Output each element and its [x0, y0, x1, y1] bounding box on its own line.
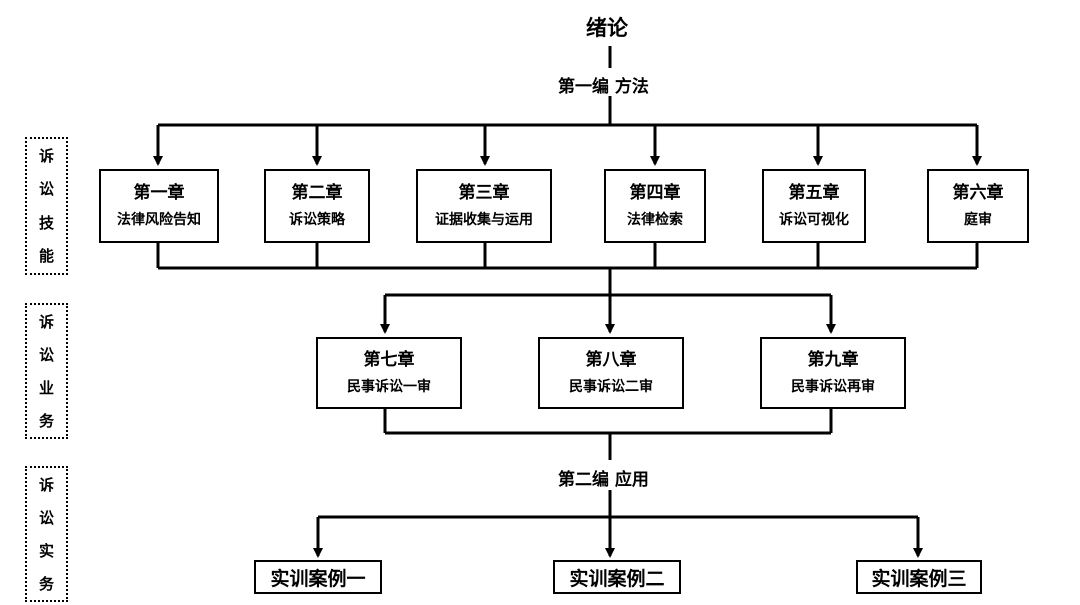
training-case-label: 实训案例一 — [270, 567, 366, 590]
side-char: 讼 — [38, 180, 54, 199]
side-char: 务 — [38, 574, 54, 593]
side-char: 务 — [38, 411, 54, 430]
side-char: 能 — [38, 247, 54, 266]
chapter-number: 第四章 — [629, 183, 681, 203]
chapter-number: 第二章 — [291, 183, 343, 203]
side-char: 诉 — [38, 146, 54, 165]
chapter-box: 第九章 民事诉讼再审 — [760, 337, 906, 409]
training-case-box: 实训案例二 — [553, 560, 681, 594]
side-char: 诉 — [38, 475, 54, 494]
chapter-box: 第八章 民事诉讼二审 — [538, 337, 684, 409]
chapter-box: 第二章 诉讼策略 — [264, 169, 370, 243]
training-case-label: 实训案例二 — [569, 567, 665, 590]
chapter-number: 第九章 — [807, 350, 859, 370]
side-char: 讼 — [38, 345, 54, 364]
training-case-label: 实训案例三 — [871, 567, 967, 590]
chapter-number: 第六章 — [952, 183, 1004, 203]
chapter-box: 第一章 法律风险告知 — [99, 169, 219, 243]
chapter-name: 庭审 — [964, 212, 992, 228]
chapter-name: 诉讼可视化 — [779, 212, 849, 228]
chapter-name: 民事诉讼再审 — [791, 379, 875, 395]
chapter-number: 第一章 — [133, 183, 185, 203]
chapter-box: 第六章 庭审 — [927, 169, 1029, 243]
chapter-name: 诉讼策略 — [289, 212, 345, 228]
chapter-name: 证据收集与运用 — [435, 212, 533, 228]
chapter-name: 民事诉讼二审 — [569, 379, 653, 395]
side-char: 业 — [38, 378, 54, 397]
chapter-name: 法律检索 — [627, 212, 683, 228]
side-char: 实 — [38, 541, 54, 560]
diagram-title: 绪论 — [586, 16, 628, 40]
side-char: 诉 — [38, 312, 54, 331]
part-two-label: 第二编 应用 — [558, 470, 649, 490]
side-label-business: 诉 讼 业 务 — [25, 303, 68, 439]
side-label-skills: 诉 讼 技 能 — [25, 137, 68, 275]
side-char: 讼 — [38, 508, 54, 527]
side-label-practice: 诉 讼 实 务 — [25, 466, 68, 602]
chapter-box: 第三章 证据收集与运用 — [416, 169, 552, 243]
chapter-number: 第七章 — [363, 350, 415, 370]
chapter-number: 第五章 — [788, 183, 840, 203]
chapter-box: 第四章 法律检索 — [604, 169, 706, 243]
training-case-box: 实训案例一 — [254, 560, 382, 594]
training-case-box: 实训案例三 — [856, 560, 982, 594]
chapter-box: 第五章 诉讼可视化 — [762, 169, 866, 243]
side-char: 技 — [38, 213, 54, 232]
chapter-box: 第七章 民事诉讼一审 — [316, 337, 462, 409]
chapter-number: 第三章 — [458, 183, 510, 203]
chapter-name: 民事诉讼一审 — [347, 379, 431, 395]
part-one-label: 第一编 方法 — [558, 77, 649, 97]
chapter-name: 法律风险告知 — [117, 212, 201, 228]
chapter-number: 第八章 — [585, 350, 637, 370]
